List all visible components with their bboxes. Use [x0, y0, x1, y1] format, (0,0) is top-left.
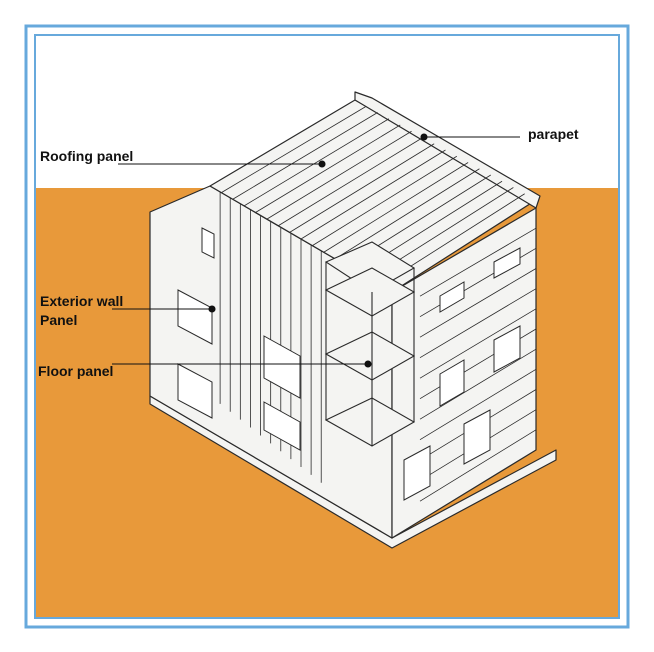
- roof-panel-line: [323, 162, 469, 253]
- floor-panel-label: Floor panel: [38, 363, 114, 379]
- door-side-1: [403, 445, 431, 501]
- window-side-3: [439, 359, 465, 407]
- roof-panel-line: [255, 124, 401, 213]
- window-front-5: [201, 227, 215, 259]
- side-wall-panel-line: [419, 348, 537, 420]
- side-wall-panel-line: [419, 288, 537, 359]
- roof-panel-line: [300, 149, 446, 240]
- roof-panel-line: [243, 118, 390, 207]
- roof-panel-line: [266, 130, 412, 220]
- window-side-2: [493, 247, 521, 279]
- window-side-4: [493, 325, 521, 373]
- parapet: [354, 91, 541, 209]
- window-front-1: [177, 289, 213, 345]
- side-wall-panel-line: [419, 368, 537, 441]
- window-front-2: [177, 363, 213, 419]
- window-front-4: [263, 401, 301, 451]
- roof-panel-line: [334, 168, 480, 260]
- side-wall-panel-line: [419, 227, 537, 297]
- inner-frame: [34, 34, 620, 619]
- side-wall-panel-line: [419, 308, 537, 379]
- roofing-panel-label: Roofing panel: [40, 148, 134, 164]
- exterior-wall-leader-dot: [208, 305, 216, 313]
- roof-panel-line: [221, 105, 367, 193]
- roofing-panel-leader-dot: [318, 160, 326, 168]
- exterior-wall-label-line1: Exterior wall: [40, 293, 124, 309]
- roof-panel-line: [312, 155, 458, 246]
- roof-panel-line: [278, 137, 424, 227]
- parapet-label: parapet: [528, 126, 579, 142]
- roof-panel-line: [289, 143, 435, 233]
- side-wall-panel-line: [419, 268, 537, 338]
- roof-panel-line: [232, 112, 378, 200]
- front-wall-panel-lines: [219, 191, 322, 483]
- exterior-wall-label-line2: Panel: [40, 312, 78, 328]
- parapet-leader-dot: [420, 133, 428, 141]
- floor-panel-leader-dot: [364, 360, 372, 368]
- side-wall-panel-line: [419, 429, 537, 502]
- door-side-2: [463, 409, 491, 465]
- window-side-1: [439, 281, 465, 313]
- outer-frame: [24, 24, 630, 629]
